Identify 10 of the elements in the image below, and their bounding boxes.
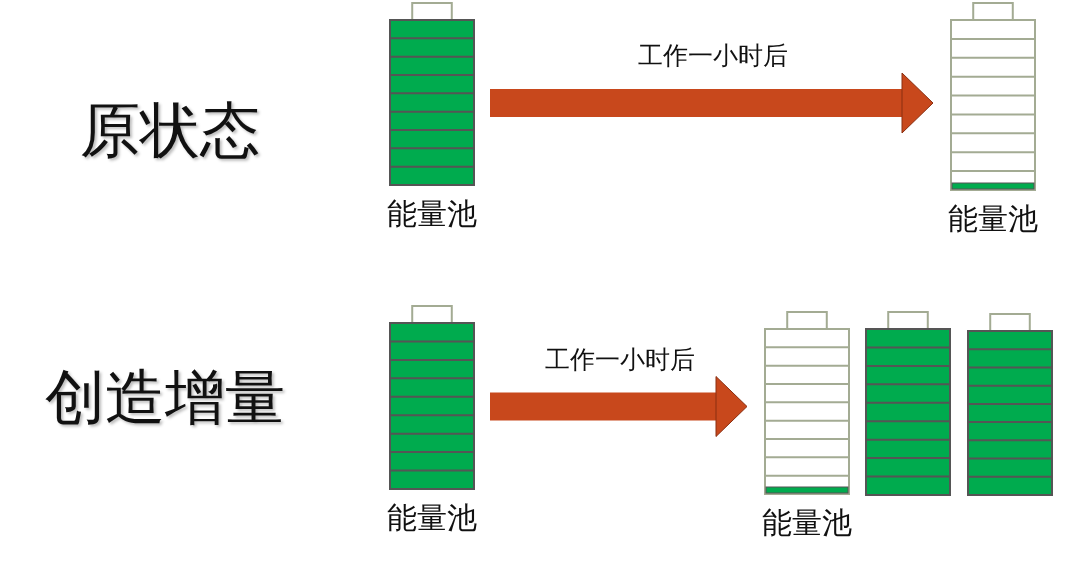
block-arrow	[490, 72, 934, 134]
edge-label: 工作一小时后	[637, 41, 788, 71]
row-label: 创造增量	[45, 362, 285, 432]
battery-label: 能量池	[386, 500, 478, 536]
block-arrow	[490, 376, 748, 437]
battery-label: 能量池	[386, 196, 478, 232]
row-label: 原状态	[80, 95, 260, 165]
battery-label: 能量池	[761, 505, 853, 541]
battery-label: 能量池	[947, 201, 1039, 237]
edge-label: 工作一小时后	[544, 344, 695, 375]
